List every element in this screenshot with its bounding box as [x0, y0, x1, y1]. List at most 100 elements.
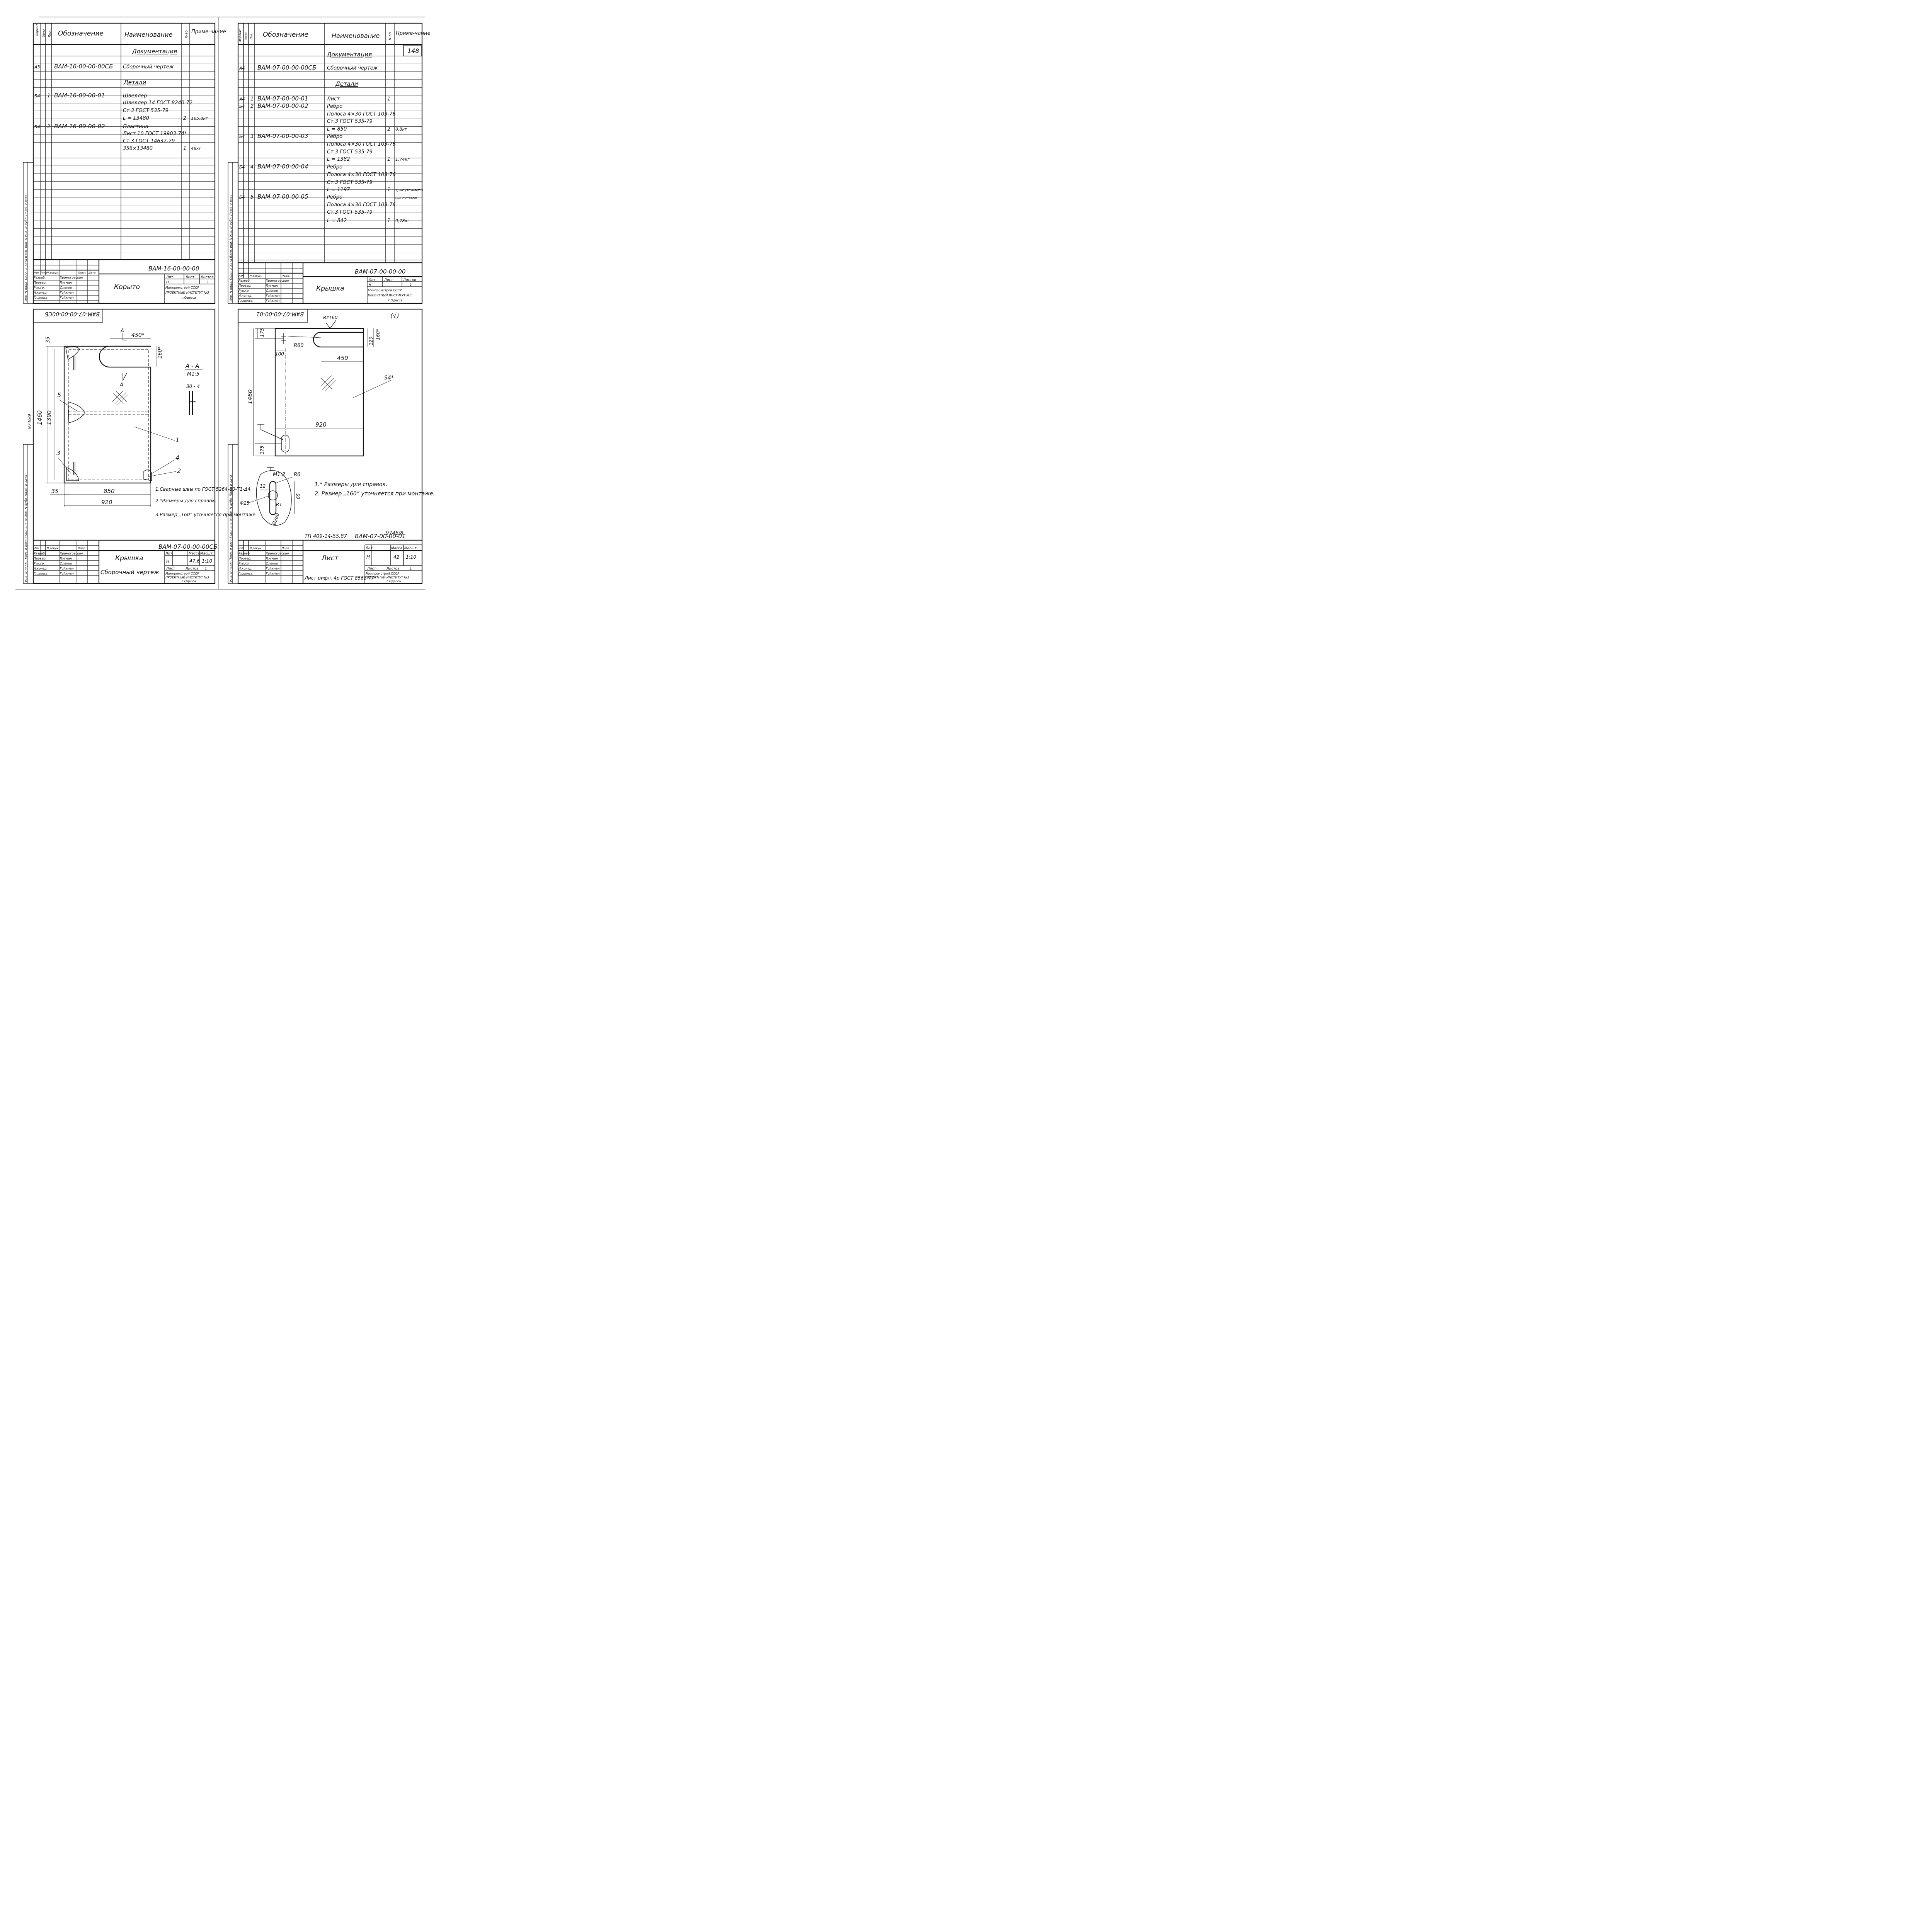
- svg-text:1:10: 1:10: [202, 558, 212, 564]
- svg-text:Лист: Лист: [40, 271, 48, 274]
- cell-name: Ст.3 ГОСТ 14637-79: [123, 138, 175, 144]
- note-3: 3.Размер „160“ уточняется при монтаже: [155, 512, 255, 517]
- dim-1460: 1460: [247, 389, 254, 404]
- svg-text:Гл.конст.: Гл.конст.: [34, 572, 49, 575]
- svg-text:Изм: Изм: [238, 274, 244, 277]
- detail-65: 65: [296, 493, 301, 499]
- dim-160: 160*: [375, 329, 381, 340]
- cell-qty: 1: [387, 187, 390, 193]
- cell-note: 0,8кг: [395, 127, 407, 132]
- cell-name: Сборочный чертеж: [327, 65, 378, 71]
- cell-note: 165,8кг: [191, 116, 208, 121]
- dim-35-top: 35: [45, 337, 51, 343]
- callout-1: 1: [175, 436, 179, 444]
- svg-text:ПРОЕКТНЫЙ ИНСТИТУТ №3: ПРОЕКТНЫЙ ИНСТИТУТ №3: [165, 575, 209, 579]
- cell-name: Ст.3 ГОСТ 535-79: [123, 108, 169, 114]
- svg-text:г.Одесса: г.Одесса: [182, 580, 196, 583]
- cell-format: Б4: [239, 104, 245, 109]
- svg-text:N докум.: N докум.: [250, 274, 262, 277]
- callout-5: 5: [57, 391, 61, 399]
- svg-text:1: 1: [410, 283, 412, 287]
- svg-text:Изм: Изм: [238, 547, 244, 550]
- section-label: А - А: [185, 362, 199, 369]
- section-scale: М1:5: [187, 371, 199, 377]
- cell-name: Ребро: [327, 104, 342, 109]
- cell-qty: 2: [387, 126, 390, 132]
- svg-text:Н.контр.: Н.контр.: [238, 294, 252, 298]
- cell-name: Ребро: [327, 164, 342, 170]
- cell-format: А4: [239, 66, 245, 71]
- cell-name: 356×13480: [123, 146, 153, 151]
- page-number-box: [403, 45, 422, 56]
- rib-3: [66, 467, 79, 481]
- cell-name: Полоса 4×30 ГОСТ 103-76: [327, 172, 396, 178]
- svg-text:Пугман: Пугман: [266, 557, 278, 560]
- title-block: ВАМ-07-00-00-00 Крышка Изм N докум. Подп…: [238, 263, 422, 303]
- sheet-part-list: ВАМ-07-00-00-01 (√) Rz160 175 1460 175 R…: [228, 308, 435, 584]
- dim-1460: 1460: [36, 410, 43, 425]
- svg-text:Лист: Лист: [185, 276, 195, 279]
- cell-format: Б4: [34, 94, 40, 99]
- spec-row: Ст.3 ГОСТ 14637-79: [123, 138, 175, 144]
- cell-pos: 3: [250, 134, 254, 139]
- svg-text:А: А: [120, 328, 124, 334]
- svg-text:Рук.гр.: Рук.гр.: [238, 289, 250, 293]
- svg-text:Лит.: Лит.: [368, 278, 377, 282]
- svg-text:Гойхман: Гойхман: [266, 294, 279, 298]
- col-designation: Обозначение: [58, 30, 104, 37]
- svg-text:Крышка: Крышка: [115, 554, 143, 562]
- svg-text:г.Одесса: г.Одесса: [182, 296, 196, 299]
- col-izm: Изм: [34, 271, 39, 274]
- cell-name: Ст.3 ГОСТ 535-79: [327, 149, 373, 155]
- cell-note: 48кг: [191, 146, 201, 151]
- svg-text:Провер.: Провер.: [238, 557, 251, 560]
- detail-r1: R1: [276, 502, 282, 507]
- svg-text:N докум.: N докум.: [47, 271, 59, 274]
- key-slot-bottom: [281, 435, 289, 452]
- cell-name: Ст.3 ГОСТ 535-79: [327, 180, 373, 185]
- svg-text:Гойхман: Гойхман: [266, 567, 279, 570]
- svg-text:Оленко: Оленко: [266, 289, 278, 293]
- svg-text:ПРОЕКТНЫЙ ИНСТИТУТ №3: ПРОЕКТНЫЙ ИНСТИТУТ №3: [366, 575, 409, 579]
- svg-text:Рук.гр.: Рук.гр.: [238, 562, 250, 565]
- svg-text:Крышка: Крышка: [316, 285, 344, 293]
- svg-text:ПРОЕКТНЫЙ ИНСТИТУТ №3: ПРОЕКТНЫЙ ИНСТИТУТ №3: [165, 290, 209, 294]
- cell-name: Ребро: [327, 194, 342, 200]
- svg-text:Храмоговская: Храмоговская: [60, 552, 83, 555]
- cell-format: Б4: [239, 134, 245, 139]
- title-block: ВАМ-07-00-00-00СБ Крышка Сборочный черте…: [33, 539, 217, 583]
- spec-row: Ст.3 ГОСТ 535-79: [327, 149, 373, 155]
- svg-text:N докум.: N докум.: [250, 547, 262, 550]
- callout-2: 2: [177, 467, 181, 474]
- svg-text:Н: Н: [166, 281, 169, 284]
- svg-text:Масса: Масса: [189, 552, 200, 556]
- svg-text:Изм: Изм: [34, 547, 39, 550]
- svg-text:Подп.: Подп.: [78, 547, 86, 550]
- cell-name: Швеллер: [123, 93, 147, 99]
- cell-format: А4: [239, 97, 245, 102]
- roughness: Rz160: [323, 315, 338, 320]
- svg-text:Храмоговская: Храмоговская: [266, 279, 289, 282]
- svg-text:Гойхман: Гойхман: [60, 567, 73, 570]
- detail-12: 12: [260, 483, 266, 489]
- svg-text:1: 1: [207, 281, 209, 284]
- sheet-spec-kryshka: Формат Зона Поз. Обозначение Наименовани…: [228, 22, 431, 304]
- svg-text:Листов: Листов: [386, 567, 400, 571]
- spec-row: Ст.3 ГОСТ 535-79: [327, 119, 373, 124]
- svg-text:Листов: Листов: [403, 278, 416, 282]
- mirrored-code: ВАМ-07-00-00-01: [256, 311, 304, 317]
- cell-note: 1,74кг: [395, 157, 410, 162]
- svg-text:Гл.конст.: Гл.конст.: [238, 299, 254, 303]
- rib-5: [68, 401, 85, 423]
- svg-text:Сборочный чертеж: Сборочный чертеж: [100, 569, 159, 576]
- cell-note: 1,5кг уточняется: [395, 189, 423, 192]
- svg-text:Гл.конст.: Гл.конст.: [238, 572, 254, 575]
- section-docs: Документация: [132, 48, 177, 55]
- svg-text:Наименование: Наименование: [332, 32, 380, 39]
- spec-row: Ст.3 ГОСТ 535-79: [327, 180, 373, 185]
